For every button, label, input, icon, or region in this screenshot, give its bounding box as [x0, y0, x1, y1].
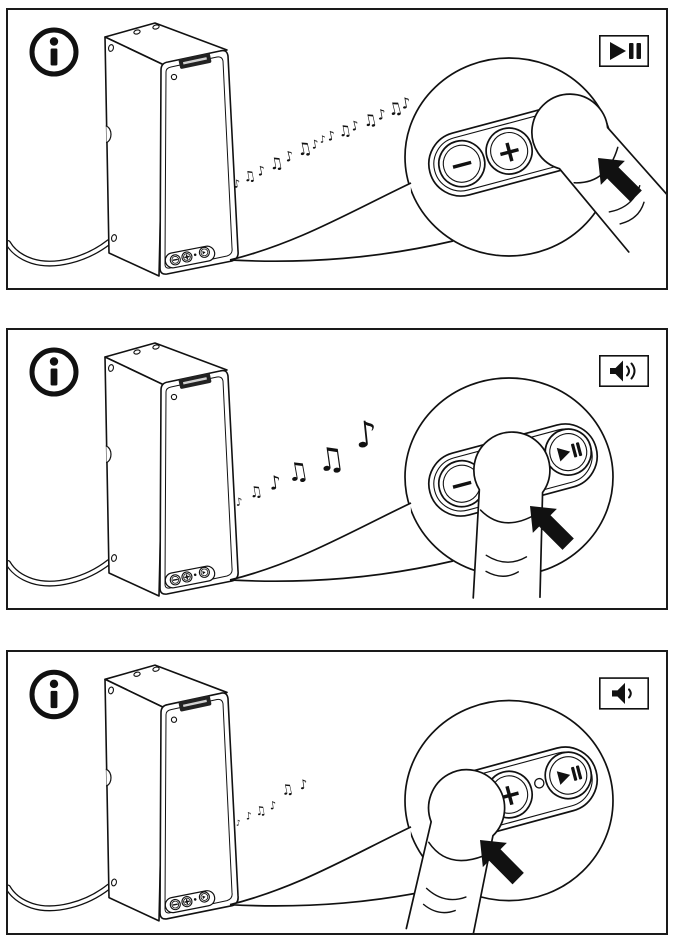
music-notes-trail: ♪♫♪♫♪♫♪♪♪♫♪♫♪♫♪: [233, 94, 413, 191]
music-note: ♪: [376, 107, 388, 124]
music-note: ♫: [314, 438, 348, 480]
music-note: ♫: [385, 98, 405, 121]
music-note: ♫: [337, 121, 353, 141]
music-note: ♪: [310, 137, 320, 152]
info-icon: [32, 30, 76, 74]
music-note: ♪: [400, 94, 413, 113]
music-note: ♪: [235, 818, 241, 828]
music-note: ♪: [235, 495, 243, 509]
music-notes-trail: ♪♪♫♪♫♪: [235, 777, 308, 828]
music-note: ♪: [245, 811, 253, 823]
volume-down-icon: [598, 677, 650, 710]
panel-play-pause: ♪♫♪♫♪♫♪♪♪♫♪♫♪♫♪: [6, 8, 668, 290]
play-pause-icon: [598, 34, 650, 67]
music-note: ♪: [283, 148, 296, 166]
music-note: ♫: [284, 455, 311, 487]
volume-up-icon: [598, 354, 650, 388]
music-note: ♪: [326, 129, 337, 145]
info-icon: [32, 350, 76, 394]
music-note: ♫: [361, 109, 379, 131]
music-note: ♪: [256, 164, 267, 180]
music-notes-trail: ♪♫♪♫♫♪: [235, 414, 380, 509]
music-note: ♪: [298, 777, 308, 793]
music-note: ♫: [295, 138, 314, 161]
music-note: ♫: [254, 803, 267, 819]
music-note: ♪: [269, 799, 278, 813]
music-note: ♫: [280, 781, 296, 799]
music-note: ♪: [349, 118, 361, 135]
panel-volume-down: ♪♪♫♪♫♪: [6, 650, 668, 935]
info-icon: [32, 672, 76, 716]
music-note: ♫: [242, 168, 257, 186]
panel-volume-up: ♪♫♪♫♫♪: [6, 328, 668, 610]
music-note: ♪: [268, 471, 283, 494]
music-note: ♪: [353, 414, 380, 457]
music-note: ♪: [319, 134, 327, 146]
music-note: ♫: [267, 153, 284, 174]
music-note: ♪: [233, 177, 242, 191]
music-note: ♫: [248, 482, 264, 502]
